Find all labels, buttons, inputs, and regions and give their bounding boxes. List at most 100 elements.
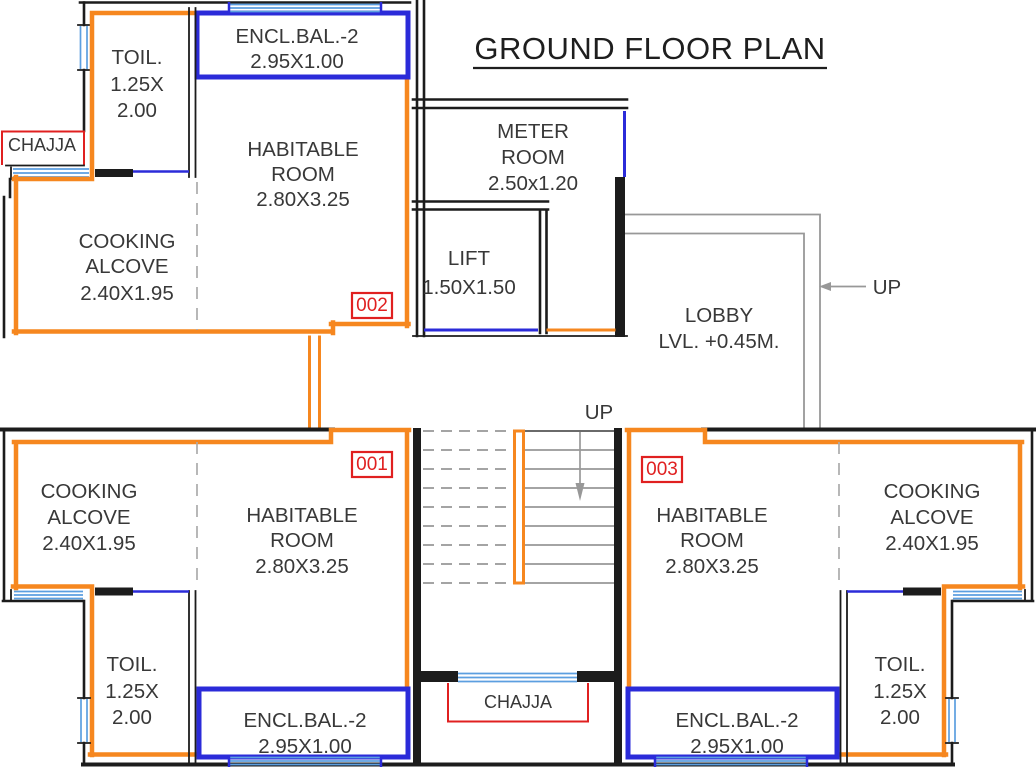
unit001-number: 001	[356, 454, 388, 475]
plan-title: GROUND FLOOR PLAN	[474, 31, 825, 66]
unit001-toilet-size1: 1.25X	[105, 680, 159, 703]
unit001-toilet-wall	[95, 587, 133, 596]
unit003-outer-wall-right	[951, 429, 1035, 603]
core-wall-left	[415, 0, 426, 338]
unit003-toilet-size1: 1.25X	[873, 680, 927, 703]
unit003-number-badge	[640, 455, 684, 484]
unit002-habitable-size: 2.80X3.25	[256, 188, 349, 211]
stair-chajja-wall-right	[577, 671, 614, 682]
lift-size: 1.50X1.50	[422, 276, 515, 299]
stair-chajja-outline	[447, 683, 589, 723]
unit002-cooking-label1: COOKING	[79, 230, 176, 253]
stair-chajja-wall-left	[421, 671, 458, 682]
unit-002: 002 CHAJJA ENCL.BAL.-2 2.95X1.00 TOIL. 1…	[1, 1, 412, 339]
unit001-number-badge	[350, 450, 394, 479]
unit002-window-chajja	[13, 168, 89, 178]
unit001-cooking-label2: ALCOVE	[47, 506, 130, 529]
unit-connector-wall	[308, 335, 321, 431]
unit001-habitable-label2: ROOM	[270, 529, 334, 552]
unit-001: 001 COOKING ALCOVE 2.40X1.95 HABITABLE R…	[0, 427, 412, 767]
lobby-label: LOBBY	[685, 304, 754, 327]
corridor-wall	[615, 177, 625, 337]
unit003-balcony-size: 2.95X1.00	[690, 735, 783, 758]
unit002-habitable-label1: HABITABLE	[247, 138, 358, 161]
unit002-toilet-label: TOIL.	[112, 46, 163, 69]
unit002-outer-wall-left-lower	[2, 177, 12, 339]
meter-room-label2: ROOM	[501, 146, 565, 169]
lobby-railing	[625, 213, 821, 428]
unit003-window-toilet	[948, 699, 956, 742]
unit002-toilet-size2: 2.00	[117, 99, 157, 122]
unit003-balcony-window	[656, 756, 806, 766]
unit001-toilet-size2: 2.00	[112, 706, 152, 729]
unit003-boundary-wall	[624, 427, 1026, 758]
unit002-balcony-window	[230, 3, 380, 13]
unit003-cooking-size: 2.40X1.95	[885, 532, 978, 555]
unit003-number: 003	[646, 459, 678, 480]
unit001-balcony-size: 2.95X1.00	[258, 735, 351, 758]
stair-chajja-window	[458, 672, 577, 683]
unit001-outer-wall-left	[1, 429, 85, 603]
unit001-habitable-label1: HABITABLE	[246, 504, 357, 527]
unit001-balcony-window	[230, 756, 380, 766]
unit003-balcony-label: ENCL.BAL.-2	[675, 709, 798, 732]
unit-003: 003 HABITABLE ROOM 2.80X3.25 COOKING ALC…	[624, 427, 1036, 767]
entry-up-arrow-head	[819, 282, 831, 291]
stair-up-arrow-head	[575, 483, 585, 501]
unit002-balcony-size: 2.95X1.00	[250, 50, 343, 73]
unit003-balcony-window-caps	[653, 755, 809, 767]
unit001-window-left	[14, 590, 83, 600]
unit003-habitable-size: 2.80X3.25	[665, 555, 758, 578]
unit001-balcony-label: ENCL.BAL.-2	[243, 709, 366, 732]
unit003-habitable-label2: ROOM	[680, 529, 744, 552]
entry-up-label: UP	[873, 276, 901, 299]
unit001-boundary-wall	[10, 427, 412, 758]
unit002-cooking-size: 2.40X1.95	[80, 282, 173, 305]
unit001-cooking-label1: COOKING	[41, 480, 138, 503]
unit002-balcony-window-caps	[227, 2, 383, 14]
unit001-balcony-window-caps	[227, 755, 383, 767]
stair-chajja-label: CHAJJA	[484, 692, 552, 712]
meter-room-wall-top	[411, 98, 629, 110]
stair-wall-left	[413, 428, 421, 766]
unit001-cooking-size: 2.40X1.95	[42, 532, 135, 555]
unit003-toilet-wall	[903, 587, 941, 596]
unit003-window-toilet-caps	[945, 697, 959, 744]
unit002-habitable-label2: ROOM	[271, 163, 335, 186]
unit002-chajja-label: CHAJJA	[8, 135, 76, 155]
unit003-habitable-label1: HABITABLE	[656, 504, 767, 527]
unit001-window-toilet-caps	[77, 697, 91, 744]
unit001-toilet-partition	[188, 590, 197, 765]
unit001-habitable-size: 2.80X3.25	[255, 555, 348, 578]
core-area: UP METER ROOM 2.50x1.20 LIFT 1.50X1.50 L…	[308, 0, 901, 431]
unit002-boundary-wall	[11, 10, 411, 336]
staircase: UP CHAJJA	[81, 401, 955, 767]
stair-stringer	[513, 429, 525, 585]
unit002-toilet-size1: 1.25X	[110, 73, 164, 96]
stair-treads	[524, 449, 614, 584]
unit003-toilet-label: TOIL.	[875, 653, 926, 676]
unit002-balcony-label: ENCL.BAL.-2	[235, 25, 358, 48]
unit001-window-toilet	[80, 699, 88, 742]
unit002-number: 002	[356, 295, 388, 316]
unit003-toilet-partition	[839, 590, 848, 765]
lift-label: LIFT	[448, 247, 491, 270]
unit002-toilet-partition	[188, 7, 197, 178]
stair-treads-hidden	[423, 430, 514, 584]
lobby-level: LVL. +0.45M.	[659, 330, 780, 353]
stair-up-label: UP	[585, 401, 613, 424]
unit003-cooking-label1: COOKING	[884, 480, 981, 503]
lift-wall-right	[538, 209, 548, 335]
unit003-toilet-size2: 2.00	[880, 706, 920, 729]
lift-wall-top	[411, 200, 550, 211]
unit001-toilet-label: TOIL.	[107, 653, 158, 676]
unit003-cooking-label2: ALCOVE	[890, 506, 973, 529]
unit002-window-left	[79, 26, 88, 69]
unit002-window-left-caps	[77, 24, 91, 71]
unit002-cooking-label2: ALCOVE	[85, 255, 168, 278]
stair-wall-right	[614, 428, 622, 766]
meter-room-size: 2.50x1.20	[488, 172, 578, 195]
unit002-toilet-wall	[95, 169, 133, 177]
